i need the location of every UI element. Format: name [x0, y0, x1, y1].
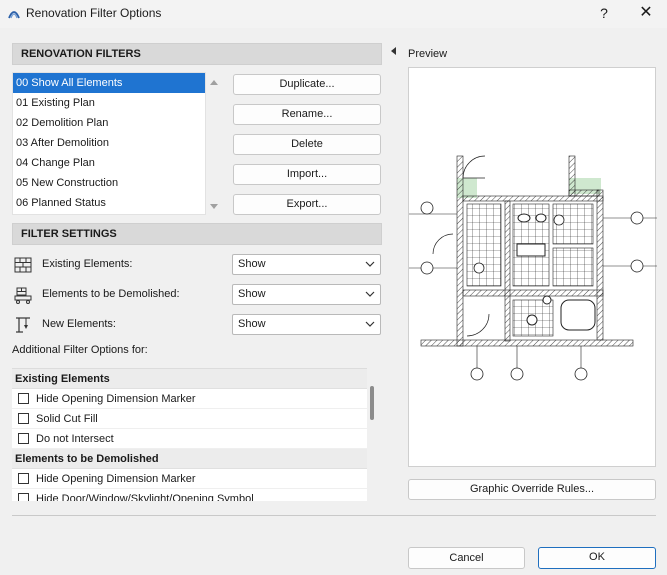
filter-item[interactable]: 04 Change Plan	[16, 157, 95, 169]
checkbox[interactable]	[18, 393, 29, 404]
checkbox[interactable]	[18, 413, 29, 424]
title-bar	[0, 0, 667, 28]
new-elements-label: New Elements:	[42, 318, 116, 330]
filter-list-scrollbar[interactable]	[206, 72, 222, 215]
chevron-down-icon	[365, 261, 375, 267]
options-scrollbar[interactable]	[370, 386, 374, 420]
existing-elements-select[interactable]: Show	[232, 254, 381, 275]
option-row[interactable]: Hide Opening Dimension Marker	[12, 389, 367, 409]
option-row[interactable]: Hide Opening Dimension Marker	[12, 469, 367, 489]
cancel-button[interactable]: Cancel	[408, 547, 525, 569]
graphic-override-rules-button[interactable]: Graphic Override Rules...	[408, 479, 656, 500]
filter-item[interactable]: 06 Planned Status	[16, 197, 106, 209]
option-row[interactable]: Hide Door/Window/Skylight/Opening Symbol	[12, 489, 367, 501]
option-label: Hide Door/Window/Skylight/Opening Symbol	[36, 493, 254, 501]
checkbox[interactable]	[18, 473, 29, 484]
duplicate-button[interactable]: Duplicate...	[233, 74, 381, 95]
option-label: Solid Cut Fill	[36, 413, 98, 425]
checkbox[interactable]	[18, 493, 29, 501]
export-button[interactable]: Export...	[233, 194, 381, 215]
renovation-filters-header: RENOVATION FILTERS	[12, 43, 382, 65]
option-label: Hide Opening Dimension Marker	[36, 393, 196, 405]
floor-plan-preview	[409, 155, 657, 381]
existing-wall-icon	[14, 257, 32, 273]
checkbox[interactable]	[18, 433, 29, 444]
option-row[interactable]: Do not Intersect	[12, 429, 367, 449]
filter-list[interactable]: 00 Show All Elements 01 Existing Plan 02…	[12, 72, 206, 215]
option-label: Hide Opening Dimension Marker	[36, 473, 196, 485]
app-logo-icon	[8, 11, 20, 19]
demolished-elements-label: Elements to be Demolished:	[42, 288, 180, 300]
new-elements-select[interactable]: Show	[232, 314, 381, 335]
window-title: Renovation Filter Options	[26, 6, 162, 20]
option-label: Do not Intersect	[36, 433, 114, 445]
filter-item[interactable]: 05 New Construction	[16, 177, 119, 189]
ok-button[interactable]: OK	[538, 547, 656, 569]
new-elements-value: Show	[238, 318, 266, 330]
option-row[interactable]: Solid Cut Fill	[12, 409, 367, 429]
filter-settings-header: FILTER SETTINGS	[12, 223, 382, 245]
filter-item[interactable]: 03 After Demolition	[16, 137, 109, 149]
scroll-up-icon[interactable]	[209, 78, 219, 86]
import-button[interactable]: Import...	[233, 164, 381, 185]
collapse-preview-icon[interactable]	[390, 46, 398, 56]
footer-divider	[12, 515, 656, 516]
help-button[interactable]: ?	[600, 5, 608, 21]
preview-label: Preview	[408, 48, 448, 60]
preview-panel	[408, 67, 657, 467]
scroll-down-icon[interactable]	[209, 203, 219, 211]
demolished-elements-value: Show	[238, 288, 266, 300]
close-button[interactable]: ✕	[639, 4, 653, 21]
chevron-down-icon	[365, 321, 375, 327]
additional-options-label: Additional Filter Options for:	[12, 344, 148, 356]
existing-elements-value: Show	[238, 258, 266, 270]
demolish-icon	[14, 287, 32, 304]
existing-elements-label: Existing Elements:	[42, 258, 133, 270]
demolished-elements-select[interactable]: Show	[232, 284, 381, 305]
options-group-header: Elements to be Demolished	[12, 449, 367, 469]
delete-button[interactable]: Delete	[233, 134, 381, 155]
new-element-icon	[16, 317, 30, 333]
filter-item[interactable]: 01 Existing Plan	[16, 97, 95, 109]
chevron-down-icon	[365, 291, 375, 297]
rename-button[interactable]: Rename...	[233, 104, 381, 125]
options-group-header: Existing Elements	[12, 369, 367, 389]
filter-item[interactable]: 00 Show All Elements	[13, 73, 205, 93]
options-list: Existing Elements Hide Opening Dimension…	[12, 368, 367, 501]
filter-item[interactable]: 02 Demolition Plan	[16, 117, 109, 129]
